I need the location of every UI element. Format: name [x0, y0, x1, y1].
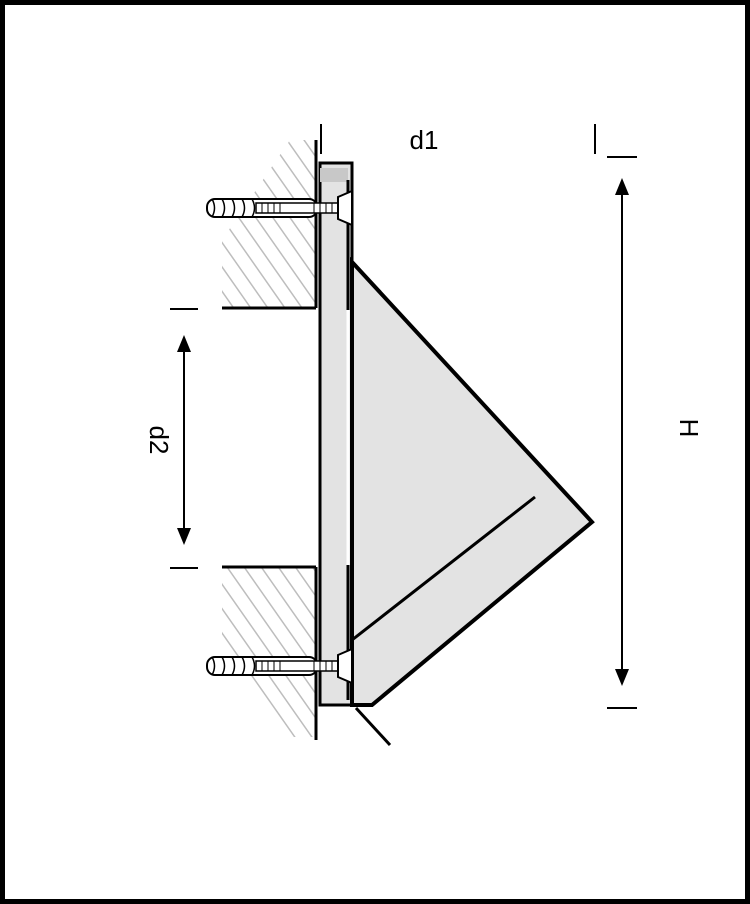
label-d1: d1: [410, 125, 439, 155]
label-d2: d2: [144, 426, 174, 455]
wall-hatch-bottom: [222, 567, 316, 737]
dimension-d2: [170, 308, 198, 569]
dimension-d1: [320, 124, 596, 154]
wall-outline: [222, 140, 318, 740]
dimension-h: [607, 156, 637, 709]
support-bracket: [350, 256, 595, 747]
anchor-screw-bottom: [206, 647, 353, 685]
wall-hatch-top: [222, 140, 316, 308]
label-h: H: [674, 419, 704, 438]
anchor-screw-top: [206, 189, 353, 227]
mounting-plate: [318, 161, 354, 707]
